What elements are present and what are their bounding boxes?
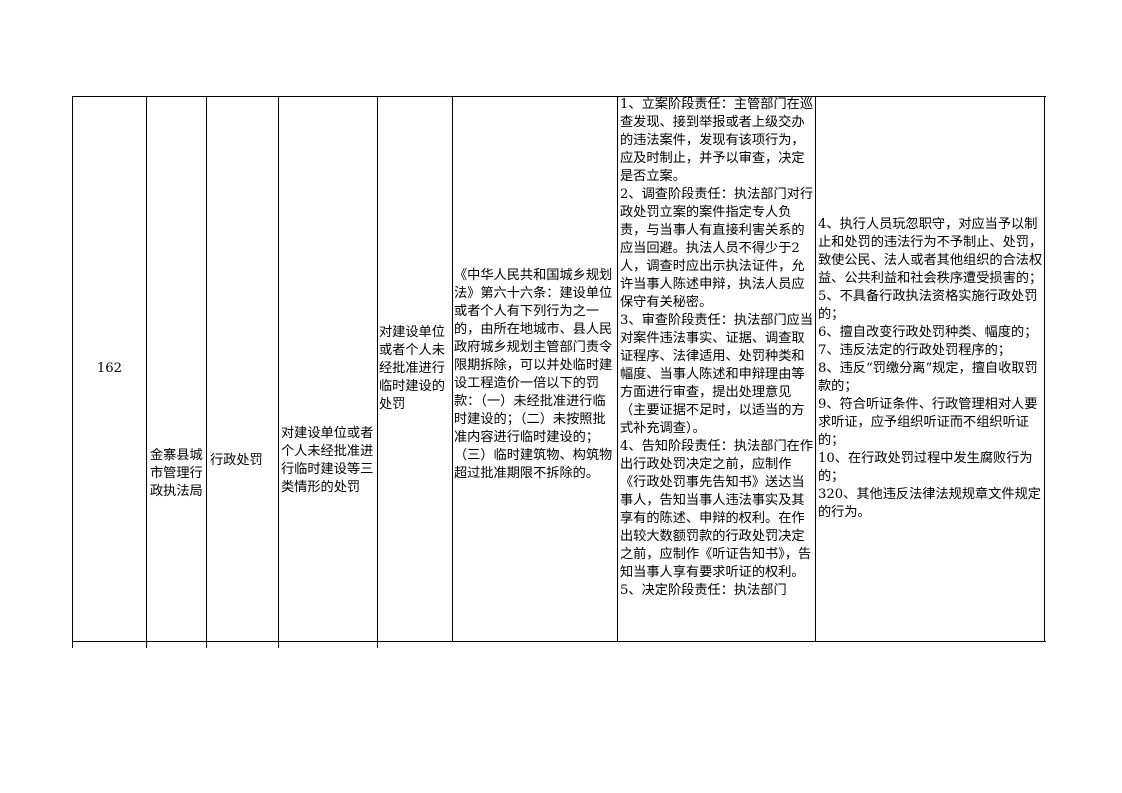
column-divider: [377, 96, 378, 648]
column-divider: [815, 96, 816, 642]
cell-legal-basis: 《中华人民共和国城乡规划法》第六十六条：建设单位或者个人有下列行为之一的，由所在…: [454, 268, 613, 481]
column-divider: [278, 96, 279, 648]
cell-category: 行政处罚: [210, 453, 263, 468]
table-top-border: [72, 96, 1046, 97]
column-divider: [146, 96, 147, 648]
column-divider: [452, 96, 453, 642]
column-divider: [206, 96, 207, 648]
column-divider: [617, 96, 618, 642]
cell-row-number: 162: [96, 361, 123, 376]
cell-department: 金寨县城市管理行政执法局: [150, 448, 203, 499]
cell-responsibility: 1、立案阶段责任：主管部门在巡查发现、接到举报或者上级交办的违法案件，发现有该项…: [620, 97, 814, 598]
column-divider: [1044, 96, 1045, 642]
cell-accountability: 4、执行人员玩忽职守，对应当予以制止和处罚的违法行为不予制止、处罚，致使公民、法…: [818, 217, 1043, 520]
cell-sub-item: 对建设单位或者个人未经批准进行临时建设的处罚: [379, 325, 445, 412]
responsibility-table: 162 金寨县城市管理行政执法局 行政处罚 对建设单位或者个人未经批准进行临时建…: [72, 96, 1046, 648]
column-divider: [72, 96, 73, 648]
table-bottom-border: [72, 641, 1046, 642]
cell-item-name: 对建设单位或者个人未经批准进行临时建设等三类情形的处罚: [281, 426, 374, 495]
